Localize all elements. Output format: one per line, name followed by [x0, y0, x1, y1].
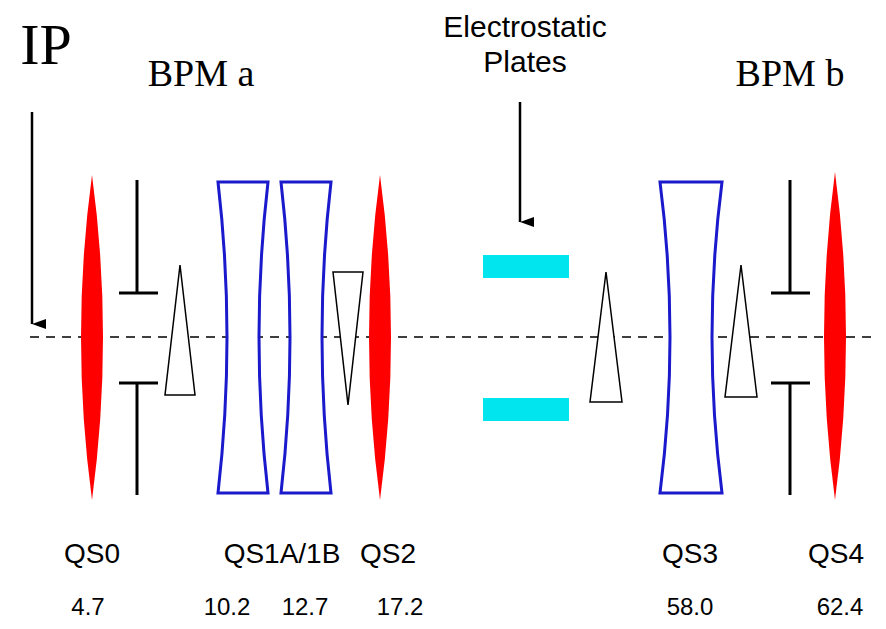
bpm-a [119, 180, 158, 495]
position-value: 58.0 [667, 593, 714, 621]
position-value: 10.2 [204, 593, 251, 621]
magnet-name: QS1A/1B [224, 538, 341, 570]
position-value: 12.7 [282, 593, 329, 621]
bpm-label: BPM b [736, 52, 845, 96]
corrector-wedge [333, 272, 363, 405]
bpm-label: BPM a [148, 52, 255, 96]
magnet-name: QS0 [64, 538, 120, 570]
defocusing-quad-qs3 [660, 182, 722, 493]
corrector-wedge [725, 265, 757, 397]
corrector-wedge [165, 265, 195, 395]
focusing-quad-qs2 [369, 175, 391, 500]
position-value: 4.7 [71, 593, 104, 621]
focusing-quad-qs0 [81, 175, 103, 500]
magnet-name: QS4 [808, 538, 864, 570]
defocusing-quad-qs1a [218, 182, 268, 493]
bpm-b [771, 180, 810, 495]
position-value: 17.2 [377, 593, 424, 621]
ip-arrow [31, 112, 34, 324]
corrector-wedge [590, 272, 622, 402]
focusing-quad-qs4 [824, 172, 846, 500]
electrostatic-plate [483, 255, 569, 278]
plates-arrow [519, 102, 522, 222]
plates-label: Electrostatic Plates [410, 10, 640, 79]
magnet-name: QS3 [662, 538, 718, 570]
electrostatic-plate [483, 398, 569, 421]
magnet-name: QS2 [360, 538, 416, 570]
position-value: 62.4 [817, 593, 864, 621]
defocusing-quad-qs1b [281, 182, 331, 493]
ip-label: IP [20, 12, 72, 79]
